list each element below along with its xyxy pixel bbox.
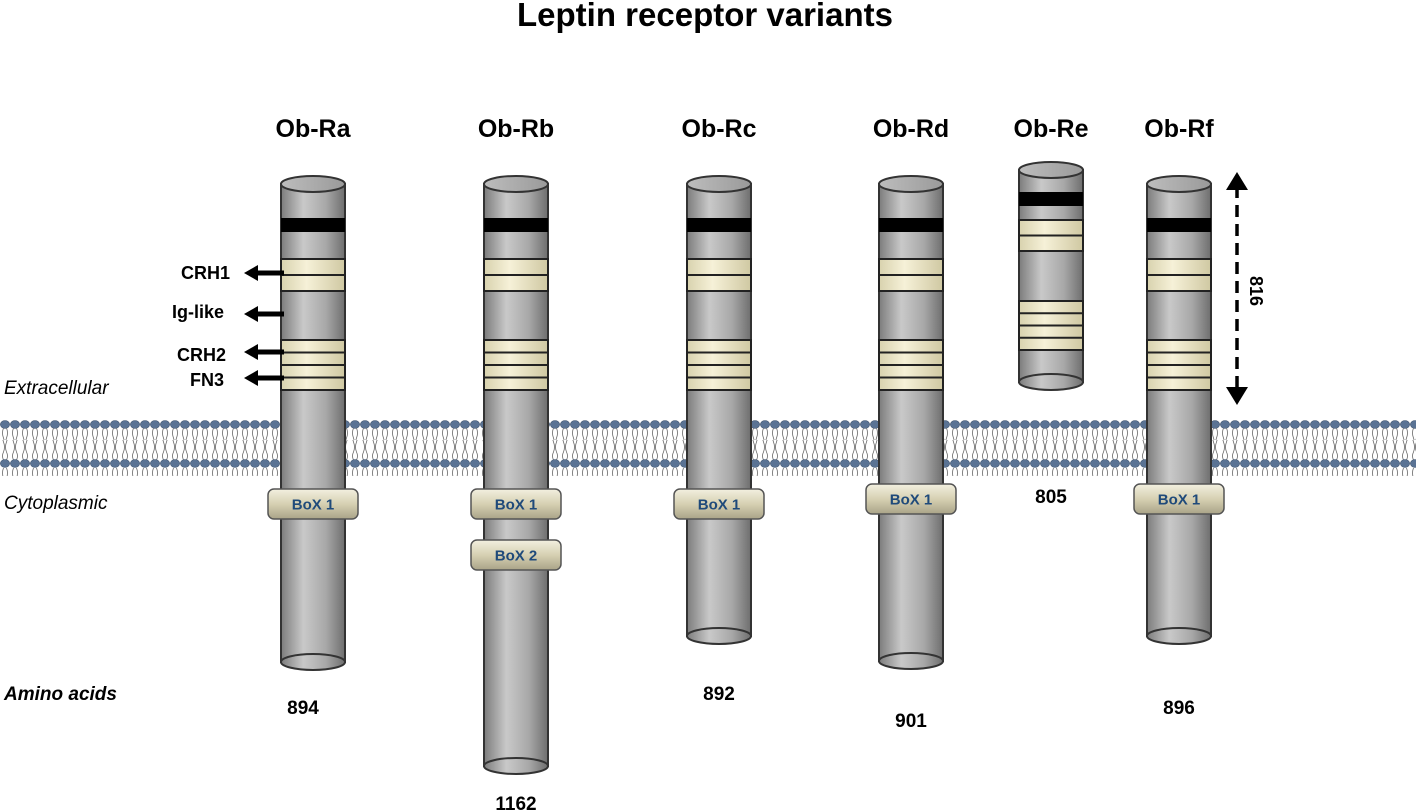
ob-rd-amino-acids: 901: [895, 711, 927, 732]
receptor-variants: BoX 1 Ob-Ra 894 BoX 1 BoX 2 Ob-Rb 1162 BoX 1 Ob-…: [267, 115, 1225, 812]
ob-rb-box-1: BoX 1: [470, 488, 562, 520]
ob-re-bottom-cap: [1018, 373, 1084, 391]
ob-ra-top-cap: [280, 175, 346, 193]
ob-ra-amino-acids: 894: [287, 698, 319, 719]
ob-rb-bottom-cap: [483, 757, 549, 775]
ob-rd-cylinder: [878, 183, 944, 662]
length-marker: 816: [1226, 172, 1266, 405]
ob-rc-signal-bar: [687, 218, 751, 232]
ob-rd-name: Ob-Rd: [873, 115, 949, 143]
extracellular-label: Extracellular: [4, 378, 109, 399]
ob-re-amino-acids: 805: [1035, 487, 1067, 508]
receptor-ob-ra: BoX 1 Ob-Ra 894: [267, 115, 359, 719]
ob-rd-top-cap: [878, 175, 944, 193]
ob-rd-signal-bar: [879, 218, 943, 232]
ob-rc-cylinder: [686, 183, 752, 637]
receptor-ob-rc: BoX 1 Ob-Rc 892: [673, 115, 765, 705]
ob-rf-box-1-shape: [1133, 483, 1225, 515]
ob-rb-amino-acids: 1162: [495, 794, 536, 812]
ig-like-arrow-head: [244, 306, 258, 322]
ob-rb-box-2-shape: [470, 539, 562, 571]
receptor-ob-re: Ob-Re 805: [1014, 115, 1089, 508]
ob-ra-box-1: BoX 1: [267, 488, 359, 520]
ob-rb-box-1-label: BoX 1: [495, 497, 538, 514]
ob-rb-box-2-label: BoX 2: [495, 548, 538, 565]
ob-rf-box-1: BoX 1: [1133, 483, 1225, 515]
amino-acids-label: Amino acids: [3, 684, 117, 705]
ob-rf-top-cap: [1146, 175, 1212, 193]
ob-ra-bottom-cap: [280, 653, 346, 671]
receptor-ob-rf: BoX 1 Ob-Rf 896: [1133, 115, 1225, 719]
ob-re-signal-bar: [1019, 192, 1083, 206]
crh2-label: CRH2: [177, 345, 226, 365]
length-marker-label: 816: [1246, 276, 1266, 306]
length-marker-bottom-head: [1226, 387, 1248, 405]
ob-rf-signal-bar: [1147, 218, 1211, 232]
cytoplasmic-label: Cytoplasmic: [4, 493, 108, 514]
domain-arrows: [244, 265, 284, 386]
ob-rd-bottom-cap: [878, 652, 944, 670]
fn3-label: FN3: [190, 370, 224, 390]
crh1-label: CRH1: [181, 263, 230, 283]
ob-rc-box-1-shape: [673, 488, 765, 520]
ig-like-label: Ig-like: [172, 302, 224, 322]
ob-rc-name: Ob-Rc: [682, 115, 757, 143]
ob-ra-box-1-shape: [267, 488, 359, 520]
receptor-ob-rd: BoX 1 Ob-Rd 901: [865, 115, 957, 732]
ob-rb-top-cap: [483, 175, 549, 193]
crh1-arrow-head: [244, 265, 258, 281]
ob-rc-bottom-cap: [686, 627, 752, 645]
domain-labels: CRH1 Ig-like CRH2 FN3: [172, 263, 284, 390]
ob-rd-box-1-shape: [865, 483, 957, 515]
fn3-arrow-head: [244, 370, 258, 386]
ob-ra-box-1-label: BoX 1: [292, 497, 335, 514]
ob-rf-box-1-label: BoX 1: [1158, 492, 1201, 509]
ob-rc-box-1: BoX 1: [673, 488, 765, 520]
crh2-arrow-head: [244, 344, 258, 360]
receptor-ob-rb: BoX 1 BoX 2 Ob-Rb 1162: [470, 115, 562, 812]
ob-rc-top-cap: [686, 175, 752, 193]
ob-ra-signal-bar: [281, 218, 345, 232]
ob-rb-box-2: BoX 2: [470, 539, 562, 571]
diagram-title: Leptin receptor variants: [517, 0, 893, 33]
ob-rd-box-1-label: BoX 1: [890, 492, 933, 509]
ob-ra-cylinder: [280, 183, 346, 663]
ob-rc-amino-acids: 892: [703, 684, 735, 705]
ob-rb-name: Ob-Rb: [478, 115, 554, 143]
ob-re-name: Ob-Re: [1014, 115, 1089, 143]
ob-rd-box-1: BoX 1: [865, 483, 957, 515]
ob-rf-name: Ob-Rf: [1144, 115, 1214, 143]
ob-rb-signal-bar: [484, 218, 548, 232]
ob-rf-amino-acids: 896: [1163, 698, 1195, 719]
ob-re-top-cap: [1018, 161, 1084, 179]
ob-ra-name: Ob-Ra: [276, 115, 352, 143]
length-marker-top-head: [1226, 172, 1248, 190]
ob-rf-bottom-cap: [1146, 627, 1212, 645]
ob-rb-box-1-shape: [470, 488, 562, 520]
ob-rc-box-1-label: BoX 1: [698, 497, 741, 514]
ob-rf-cylinder: [1146, 183, 1212, 637]
